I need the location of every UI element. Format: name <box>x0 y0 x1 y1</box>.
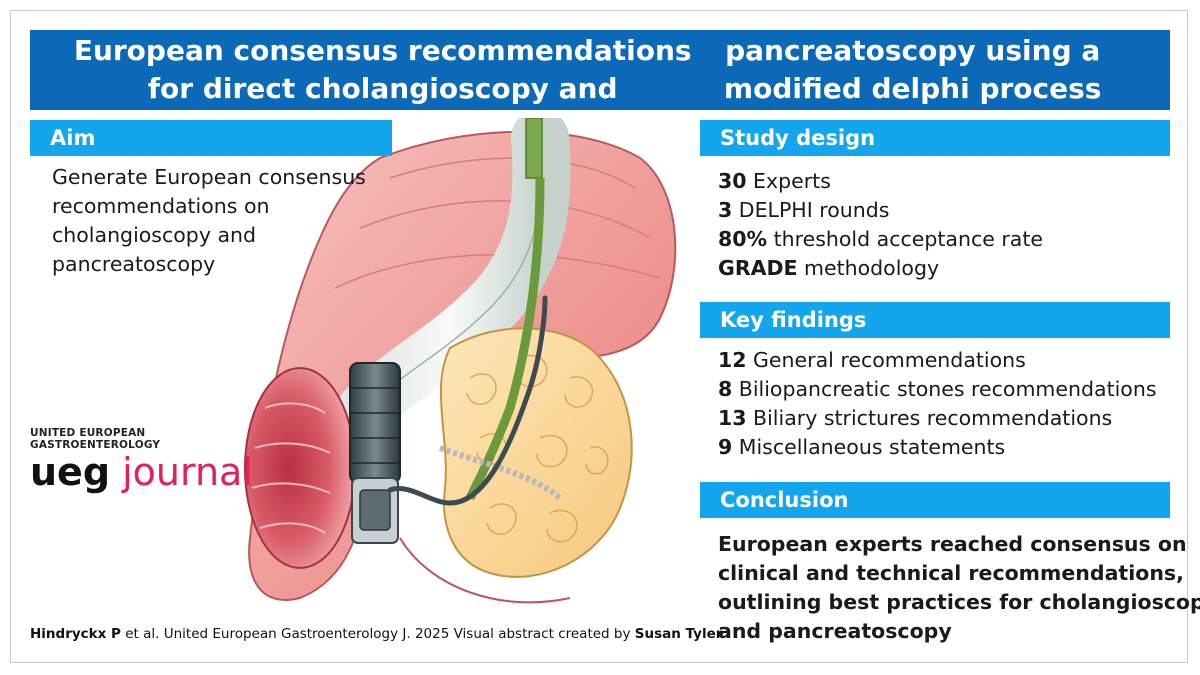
key-findings-heading: Key findings <box>700 302 1170 338</box>
title-line-1: European consensus recommendations for d… <box>73 34 692 105</box>
logo-org-line-1: UNITED EUROPEAN <box>30 427 146 439</box>
study-design-body: 30 Experts 3 DELPHI rounds 80% threshold… <box>718 167 1043 283</box>
conclusion-line: outlining best practices for cholangiosc… <box>718 590 1200 614</box>
key-finding-item: 13 Biliary strictures recommendations <box>718 406 1113 430</box>
aim-line: Generate European consensus <box>52 165 366 189</box>
key-finding-item: 9 Miscellaneous statements <box>718 435 1006 459</box>
page-frame <box>10 10 1188 663</box>
key-finding-item: 12 General recommendations <box>718 348 1026 372</box>
key-findings-body: 12 General recommendations 8 Biliopancre… <box>718 346 1157 462</box>
citation-creator: Susan Tyler <box>634 626 723 642</box>
study-design-item: 80% threshold acceptance rate <box>718 227 1044 251</box>
logo-org-line-2: GASTROENTEROLOGY <box>30 439 161 451</box>
page-title: European consensus recommendations for d… <box>30 30 1170 110</box>
aim-body: Generate European consensus recommendati… <box>52 163 366 279</box>
citation-text: et al. United European Gastroenterology … <box>120 626 635 642</box>
title-line-2: pancreatoscopy using a modified delphi p… <box>723 34 1102 105</box>
logo-journal: journal <box>122 450 253 494</box>
study-design-item: 30 Experts <box>718 169 831 193</box>
study-design-item: 3 DELPHI rounds <box>718 198 890 222</box>
citation: Hindryckx P et al. United European Gastr… <box>30 626 722 642</box>
key-finding-item: 8 Biliopancreatic stones recommendations <box>718 377 1157 401</box>
citation-author: Hindryckx P <box>30 626 121 642</box>
aim-heading: Aim <box>30 120 392 156</box>
conclusion-line: clinical and technical recommendations, <box>718 561 1184 585</box>
conclusion-line: European experts reached consensus on <box>718 532 1187 556</box>
conclusion-line: and pancreatoscopy <box>718 619 952 643</box>
conclusion-body: European experts reached consensus on cl… <box>718 530 1200 646</box>
aim-line: recommendations on <box>52 194 270 218</box>
aim-line: cholangioscopy and <box>52 223 257 247</box>
study-design-item: GRADE methodology <box>718 256 940 280</box>
aim-line: pancreatoscopy <box>52 252 216 276</box>
endoscope-duodenum-illustration <box>244 118 677 604</box>
logo-ueg: ueg <box>30 450 111 494</box>
study-design-heading: Study design <box>700 120 1170 156</box>
conclusion-heading: Conclusion <box>700 482 1170 518</box>
ueg-journal-logo: UNITED EUROPEAN GASTROENTEROLOGY ueg jou… <box>30 427 253 492</box>
